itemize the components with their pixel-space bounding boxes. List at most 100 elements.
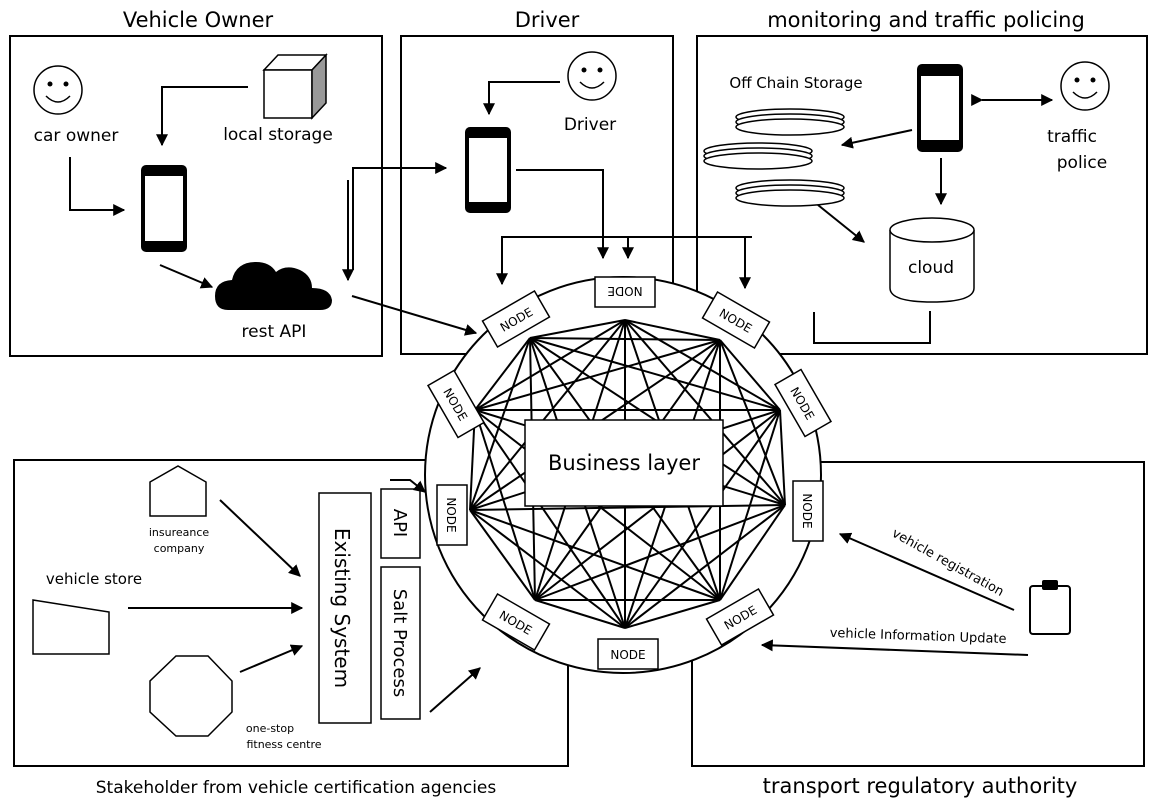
- driver-smiley-icon: [567, 51, 617, 101]
- phone-to-storage-arrow: [840, 129, 913, 149]
- network-node: NODE: [792, 480, 824, 542]
- node-box: [597, 638, 659, 670]
- driver-label: Driver: [564, 115, 616, 135]
- mesh-link: [719, 339, 781, 411]
- network-node: NODE: [436, 484, 468, 546]
- fitness-centre-icon: [149, 655, 233, 737]
- phone-to-api-arrow: [159, 264, 214, 289]
- registration-arrow: [838, 532, 1015, 611]
- smiley-icon: [33, 65, 83, 115]
- storage-cube-icon: [262, 53, 328, 120]
- mesh-link: [469, 509, 626, 629]
- monitoring-title: monitoring and traffic policing: [767, 8, 1085, 32]
- insurance-house-icon: [149, 465, 207, 517]
- api-to-node-arrow: [351, 295, 478, 336]
- network-node: NODE: [705, 587, 775, 647]
- business-layer-label: Business layer: [548, 451, 700, 475]
- salt-process-box: [380, 566, 421, 720]
- disk-platter: [735, 189, 845, 207]
- mesh-link: [624, 599, 721, 629]
- insurance-label-1: insureance: [149, 526, 210, 539]
- mesh-link: [719, 339, 786, 506]
- salt-process-label: Salt Process: [389, 589, 410, 698]
- mesh-link: [529, 337, 781, 411]
- cloud-icon: [215, 262, 332, 310]
- authority-title: transport regulatory authority: [763, 774, 1078, 798]
- update-arrow: [760, 639, 1029, 656]
- node-box: [773, 368, 833, 438]
- api-box-label: API: [389, 509, 410, 537]
- disk-platter: [703, 152, 813, 170]
- police-smiley-icon: [1060, 61, 1110, 111]
- mesh-link: [624, 319, 721, 341]
- monitoring-panel: [696, 35, 1148, 355]
- node-label: NODE: [800, 493, 814, 528]
- disk-platter: [735, 118, 845, 136]
- node-label: NODE: [610, 648, 645, 662]
- node-label: NODE: [607, 284, 642, 298]
- storage-to-cloud-arrow: [817, 204, 865, 243]
- vehicle-update-label: vehicle Information Update: [829, 626, 1006, 647]
- mesh-lines: [469, 319, 786, 629]
- traffic-label: traffic: [1047, 127, 1097, 147]
- fitness-label-2: fitness centre: [246, 738, 321, 751]
- insurance-to-system-arrow: [219, 499, 301, 577]
- disk-stack-icon: [703, 108, 845, 207]
- mesh-link: [474, 409, 626, 629]
- mesh-link: [469, 337, 531, 511]
- cloud-label: cloud: [908, 258, 954, 278]
- fitness-to-system-arrow: [239, 644, 304, 673]
- clipboard-icon: [1029, 580, 1071, 635]
- mesh-link: [469, 509, 536, 601]
- mesh-link: [624, 319, 786, 506]
- node-box: [436, 484, 468, 546]
- mesh-link: [624, 504, 786, 629]
- mesh-link: [474, 409, 536, 601]
- driver-phone-to-node-arrow: [516, 169, 609, 260]
- mesh-link: [529, 337, 721, 341]
- node-box: [792, 480, 824, 542]
- car-owner-label: car owner: [34, 126, 119, 146]
- mesh-link: [624, 409, 781, 629]
- vehicle-owner-title: Vehicle Owner: [123, 8, 274, 32]
- local-storage-label: local storage: [223, 125, 333, 145]
- mesh-link: [529, 319, 626, 339]
- rest-api-label: rest API: [242, 322, 307, 342]
- phone-icon: [141, 165, 187, 252]
- monitor-to-node-arrow: [496, 236, 752, 286]
- vehicle-owner-panel: [9, 35, 383, 357]
- mesh-link: [474, 337, 531, 411]
- node-box: [594, 276, 656, 308]
- business-layer-box: [524, 419, 724, 507]
- fitness-label-1: one-stop: [246, 722, 294, 735]
- vehicle-store-icon: [32, 599, 110, 655]
- off-chain-storage-label: Off Chain Storage: [729, 74, 862, 92]
- driver-to-phone-arrow: [483, 81, 560, 116]
- node-label: NODE: [444, 497, 458, 532]
- existing-system-box: [318, 492, 372, 724]
- api-to-driver-arrow: [352, 162, 448, 270]
- existing-system-label: Existing System: [330, 528, 354, 688]
- salt-to-node-arrow: [429, 667, 481, 713]
- api-to-node-arrow-bottom: [390, 479, 426, 493]
- mesh-link: [534, 599, 626, 629]
- network-node: NODE: [426, 369, 486, 439]
- network-node: NODE: [594, 276, 656, 308]
- stakeholder-title: Stakeholder from vehicle certification a…: [96, 778, 497, 798]
- monitor-phone-icon: [917, 64, 963, 152]
- network-node: NODE: [773, 368, 833, 438]
- driver-phone-icon: [465, 127, 511, 213]
- api-box: [380, 488, 421, 559]
- insurance-label-2: company: [154, 542, 205, 555]
- storage-to-phone-arrow: [156, 86, 248, 147]
- cloud-to-node-line: [813, 311, 931, 344]
- node-box: [426, 369, 486, 439]
- mesh-link: [779, 409, 786, 506]
- driver-title: Driver: [515, 8, 580, 32]
- owner-to-phone-arrow: [69, 157, 126, 216]
- mesh-link: [474, 339, 721, 411]
- node-box: [705, 587, 775, 647]
- cloud-database-icon: [889, 217, 975, 303]
- mesh-link: [719, 504, 786, 601]
